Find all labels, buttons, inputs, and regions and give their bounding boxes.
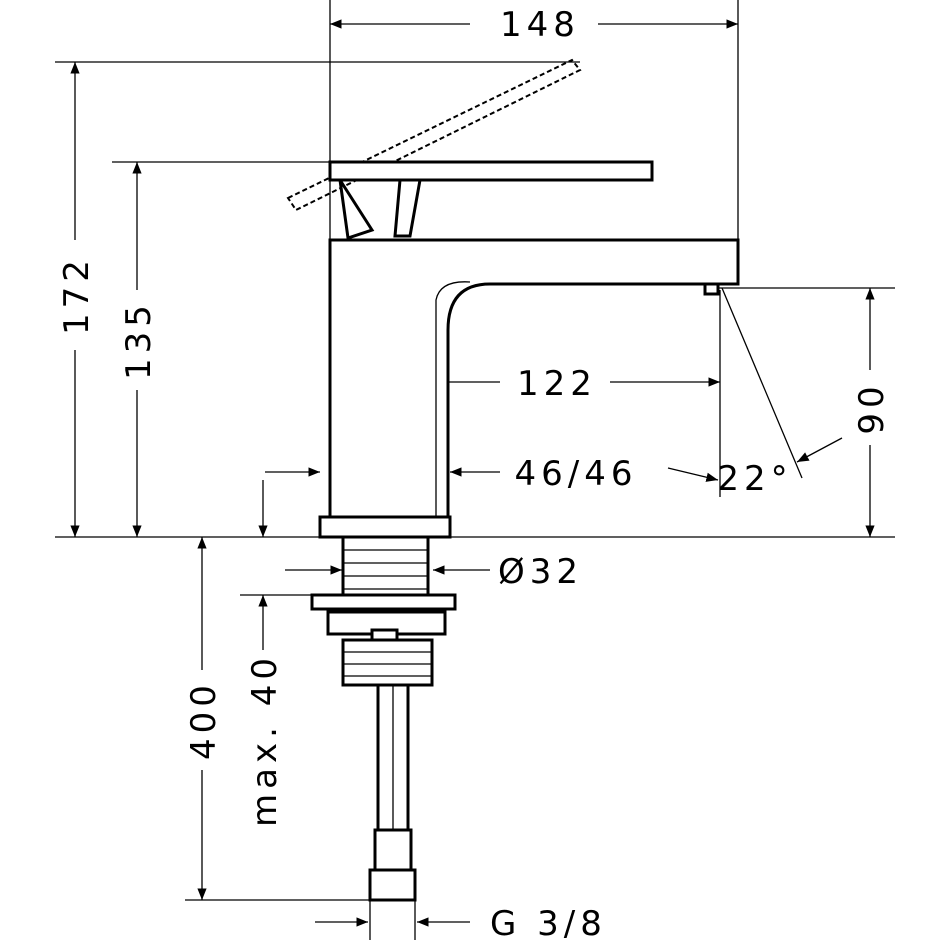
- lever-closed: [328, 160, 654, 182]
- dim-g-3-8: G 3/8: [490, 904, 607, 944]
- base-ring: [318, 515, 452, 539]
- dim-angle-22: 22°: [717, 459, 792, 499]
- dim-135: 135: [119, 300, 159, 380]
- hose-fitting: [373, 828, 413, 872]
- dim-122: 122: [517, 364, 597, 404]
- aerator: [703, 282, 720, 296]
- faucet: [286, 58, 740, 902]
- mounting-plate: [310, 593, 457, 611]
- threaded-shank: [341, 535, 430, 597]
- extension-lines: [55, 0, 895, 940]
- dim-172: 172: [57, 255, 97, 335]
- lower-thread: [341, 638, 434, 687]
- hose-connector: [368, 868, 417, 902]
- dim-90: 90: [852, 381, 892, 434]
- lever-open-dashed: [286, 58, 582, 212]
- dim-46-46: 46/46: [515, 454, 638, 494]
- dim-diameter-32: Ø32: [498, 552, 583, 592]
- dimension-lines: [70, 19, 875, 927]
- dim-max-40: max. 40: [245, 653, 285, 827]
- dim-400: 400: [184, 680, 224, 760]
- lever-hinge: [338, 179, 375, 240]
- faucet-body: [328, 238, 740, 519]
- dim-148: 148: [500, 5, 580, 45]
